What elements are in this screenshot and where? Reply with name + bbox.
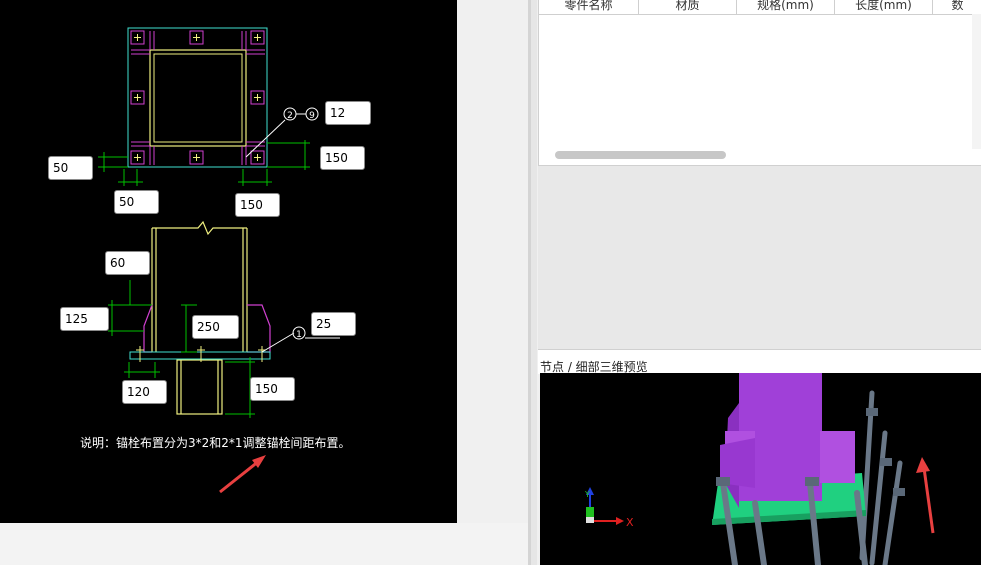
stiffener-3d-right — [820, 431, 855, 483]
dim-input-250[interactable] — [192, 315, 239, 339]
bolt-crosses — [134, 34, 261, 161]
column-tube-outer — [149, 49, 247, 147]
column-tube-inner — [153, 53, 243, 143]
parts-table: 零件名称 材质 规格(mm) 长度(mm) 数 — [538, 0, 981, 166]
base-plate-outline — [127, 27, 268, 168]
plan-dimensions — [98, 140, 310, 186]
callout-elevation: 1 — [261, 326, 340, 353]
dim-input-25[interactable] — [311, 312, 356, 336]
preview-header: 节点 / 细部三维预览 — [538, 349, 981, 374]
callout-2: 2 — [287, 111, 293, 121]
dim-input-150-bottom[interactable] — [235, 193, 280, 217]
elevation-dimensions — [108, 280, 255, 418]
col-length[interactable]: 长度(mm) — [835, 0, 933, 14]
bottom-strip — [0, 523, 528, 565]
dim-input-12[interactable] — [325, 101, 371, 125]
red-arrow-annotation — [219, 455, 266, 494]
callout-9: 9 — [309, 111, 315, 121]
column-elevation — [151, 220, 248, 415]
col-quantity[interactable]: 数 — [951, 0, 964, 12]
col-material[interactable]: 材质 — [639, 0, 737, 14]
dim-input-150-base[interactable] — [250, 377, 295, 401]
dim-input-120[interactable] — [122, 380, 167, 404]
dim-input-125[interactable] — [60, 307, 109, 331]
col-spec[interactable]: 规格(mm) — [737, 0, 835, 14]
anchor-bolts-plan — [130, 30, 265, 165]
panel-gap — [531, 0, 537, 565]
preview-3d-viewport[interactable]: X Y — [540, 373, 981, 565]
preview-3d-model: X Y — [584, 373, 935, 565]
cad-drawing-panel[interactable]: 2 9 — [0, 0, 457, 523]
table-vertical-scrollbar[interactable] — [972, 14, 981, 149]
dim-input-50-bottom[interactable] — [114, 190, 159, 214]
panel-splitter[interactable] — [528, 0, 531, 565]
preview-title: 节点 / 细部三维预览 — [540, 360, 648, 374]
base-plate-elevation — [129, 351, 271, 360]
anchor-bolts-3d-front — [720, 480, 868, 565]
bolt-nuts-3d — [716, 408, 905, 496]
anchor-bolts-3d-back — [859, 390, 903, 565]
dim-input-60[interactable] — [105, 251, 150, 275]
dim-input-50-left[interactable] — [48, 156, 93, 180]
col-part-name[interactable]: 零件名称 — [539, 0, 639, 14]
table-scroll-thumb[interactable] — [555, 151, 726, 159]
dim-input-150-right[interactable] — [320, 146, 365, 170]
axis-indicator: X Y — [584, 487, 634, 529]
preview-red-arrow — [916, 457, 935, 534]
drawing-note: 说明：锚栓布置分为3*2和2*1调整锚栓间距布置。 — [80, 436, 351, 450]
callout-plan: 2 9 — [245, 107, 319, 158]
anchor-bolts-elevation — [136, 346, 266, 362]
axis-y-label: Y — [584, 490, 590, 499]
callout-1: 1 — [296, 330, 302, 340]
cad-drawing: 2 9 — [98, 27, 340, 494]
empty-panel — [538, 166, 981, 349]
table-header: 零件名称 材质 规格(mm) 长度(mm) 数 — [539, 0, 981, 15]
axis-x-label: X — [626, 516, 634, 529]
stiffeners-plan — [131, 31, 265, 165]
